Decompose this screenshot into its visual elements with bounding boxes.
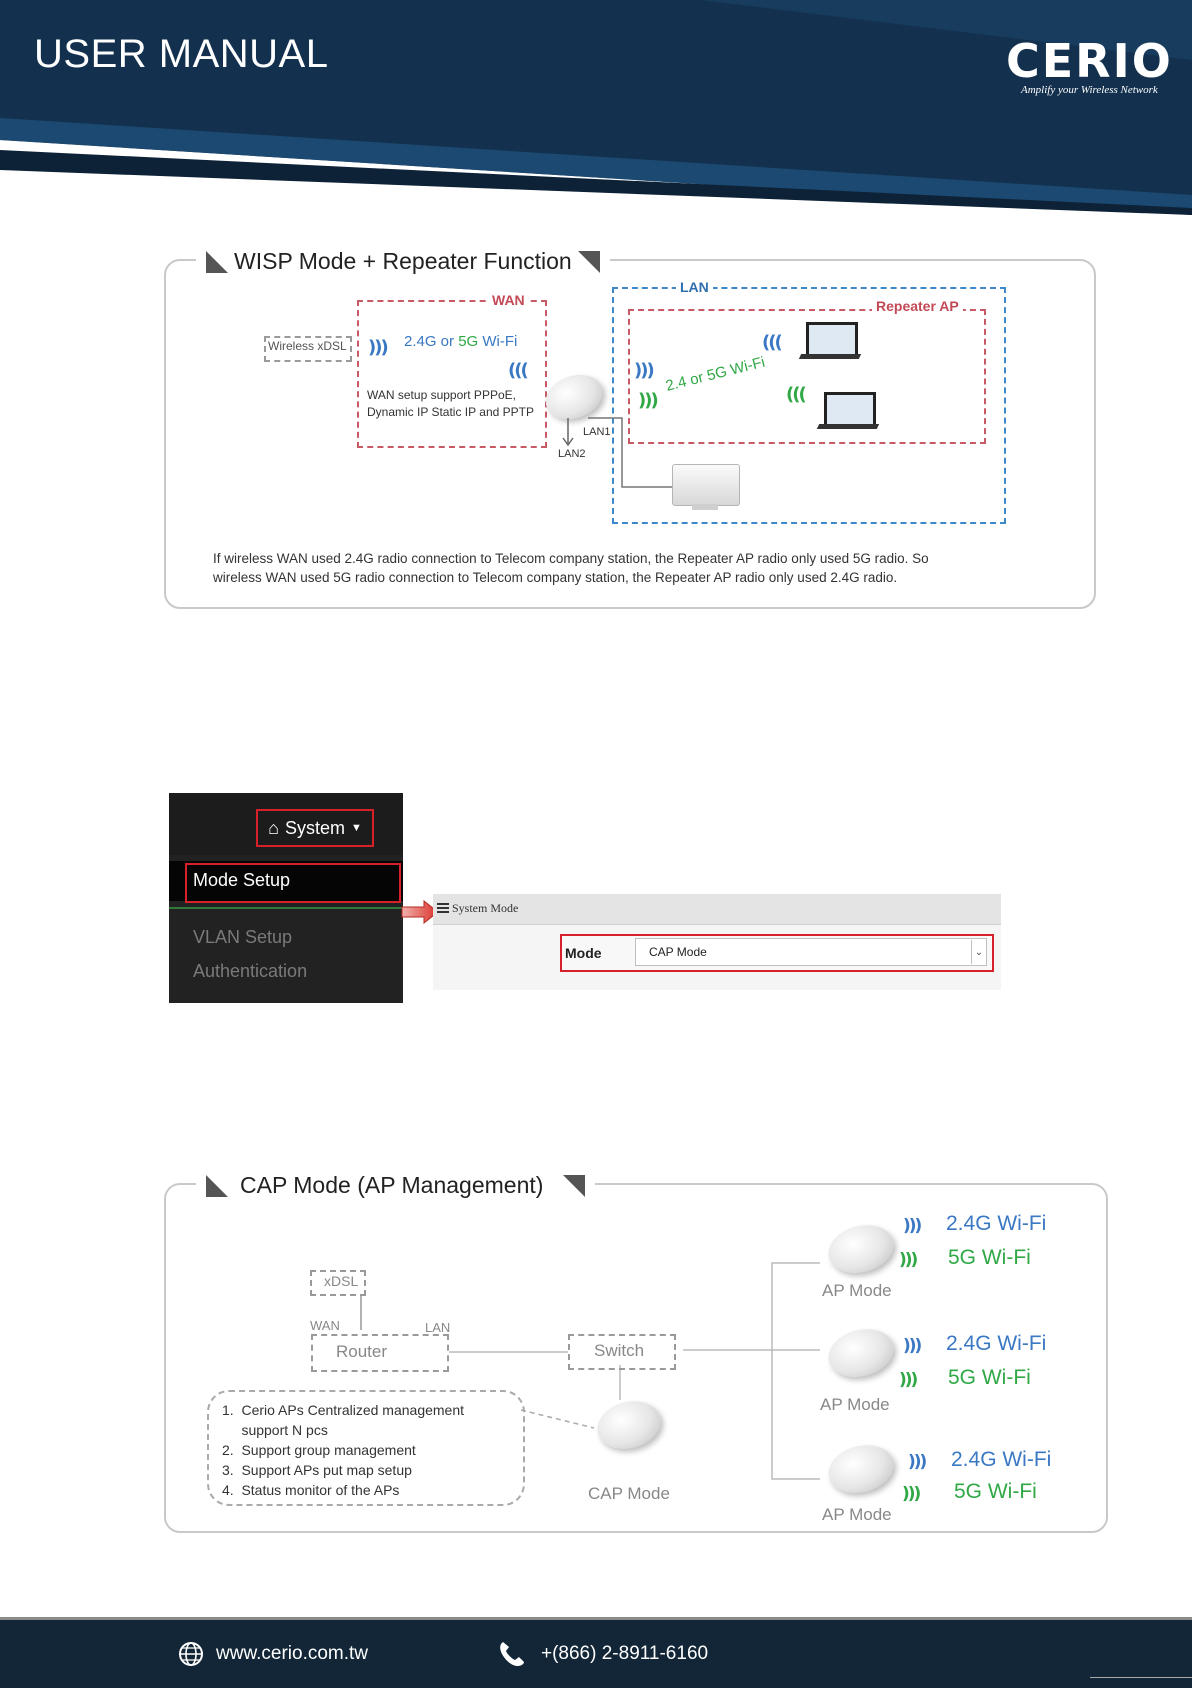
system-menu-screenshot: ⌂ System ▼ Mode Setup VLAN Setup Authent… xyxy=(169,793,403,1003)
feature-item: 2. Support group management xyxy=(222,1442,416,1458)
lan-label: LAN xyxy=(676,279,713,295)
mode-select[interactable]: CAP Mode ⌄ xyxy=(635,938,987,966)
ap-3-24g-label: 2.4G Wi-Fi xyxy=(951,1448,1052,1471)
menu-item-vlan-setup[interactable]: VLAN Setup xyxy=(193,927,293,947)
ap-1-5g-label: 5G Wi-Fi xyxy=(948,1246,1031,1269)
mode-label: Mode xyxy=(565,945,602,961)
repeater-zone xyxy=(628,309,986,444)
menu-item-mode-setup-row xyxy=(169,861,403,901)
xdsl-label: xDSL xyxy=(324,1273,359,1289)
wireless-xdsl-box xyxy=(264,336,352,362)
system-mode-header: System Mode xyxy=(452,901,519,915)
cap-mode-label: CAP Mode xyxy=(588,1484,670,1503)
feature-item: 1. Cerio APs Centralized management xyxy=(222,1402,465,1418)
mode-setup-label: Mode Setup xyxy=(193,870,291,890)
router-box xyxy=(311,1334,449,1372)
wisp-footnote-line-2: wireless WAN used 5G radio connection to… xyxy=(213,570,898,585)
switch-label: Switch xyxy=(594,1341,645,1360)
cap-title-left-triangle-icon xyxy=(206,1174,228,1197)
laptop-2-signal-icon: ((( xyxy=(786,384,807,405)
wisp-wiring xyxy=(562,417,672,488)
cap-panel-title: CAP Mode (AP Management) xyxy=(196,1172,596,1199)
repeater-label: Repeater AP xyxy=(872,298,963,314)
select-chevron-icon: ⌄ xyxy=(971,940,986,964)
system-mode-header-bar xyxy=(433,894,1001,925)
page-footer: www.cerio.com.tw +(866) 2-8911-6160 xyxy=(0,1617,1192,1688)
feature-item: 4. Status monitor of the APs xyxy=(222,1482,400,1498)
wan-zone xyxy=(357,300,547,448)
laptop-1-signal-icon: ((( xyxy=(762,332,783,353)
cap-wan-label: WAN xyxy=(310,1318,340,1333)
title-left-triangle-icon xyxy=(206,250,228,273)
ap-1-mode-label: AP Mode xyxy=(822,1281,892,1300)
cap-wiring xyxy=(360,1262,820,1480)
menu-item-authentication[interactable]: Authentication xyxy=(193,961,308,981)
feature-list: 1. Cerio APs Centralized management supp… xyxy=(222,1400,464,1500)
cpe-uplink-signal-icon: ((( xyxy=(508,360,529,381)
lan-zone xyxy=(612,287,1006,524)
wan-label: WAN xyxy=(488,292,529,308)
desktop-monitor-stand xyxy=(692,504,718,510)
ap-2-5g-signal-icon: ))) xyxy=(899,1370,918,1390)
features-callout xyxy=(207,1390,525,1506)
mode-select-value: CAP Mode xyxy=(649,945,707,959)
wisp-diagram-panel xyxy=(164,259,1096,609)
router-label: Router xyxy=(336,1342,388,1361)
ap-2-mode-label: AP Mode xyxy=(820,1395,890,1414)
cap-diagram-panel xyxy=(164,1183,1108,1533)
wan-note-line-1: WAN setup support PPPoE, xyxy=(367,388,516,402)
ap-1-24g-signal-icon: ))) xyxy=(903,1216,922,1236)
system-mode-screenshot: System Mode Mode CAP Mode ⌄ xyxy=(433,894,1001,990)
laptop-1-icon xyxy=(806,322,858,358)
system-menu-button[interactable]: ⌂ System ▼ xyxy=(256,809,374,847)
ap-2-24g-label: 2.4G Wi-Fi xyxy=(946,1332,1047,1355)
ap-3-mode-label: AP Mode xyxy=(822,1505,892,1524)
repeater-blue-signal-icon: ))) xyxy=(634,360,655,381)
feature-item: 3. Support APs put map setup xyxy=(222,1462,412,1478)
brand-logo: CERIO Amplify your Wireless Network xyxy=(1006,34,1173,96)
ap-1-5g-signal-icon: ))) xyxy=(899,1250,918,1270)
wan-band-label: 2.4G or 5G Wi-Fi xyxy=(404,333,518,350)
repeater-green-signal-icon: ))) xyxy=(638,390,659,411)
xdsl-box xyxy=(310,1270,366,1296)
ap-3-5g-label: 5G Wi-Fi xyxy=(954,1480,1037,1503)
cap-lan-label: LAN xyxy=(425,1320,451,1335)
phone-icon xyxy=(500,1642,524,1666)
title-right-triangle-icon xyxy=(577,250,600,273)
list-icon xyxy=(437,903,449,913)
menu-topbar xyxy=(169,793,403,855)
ap-3-5g-signal-icon: ))) xyxy=(902,1484,921,1504)
ap-1-24g-label: 2.4G Wi-Fi xyxy=(946,1212,1047,1235)
page-corner-line xyxy=(1090,1677,1192,1678)
wan-signal-icon: ))) xyxy=(368,337,389,358)
ap-2-24g-signal-icon: ))) xyxy=(903,1336,922,1356)
caret-down-icon: ▼ xyxy=(351,822,362,834)
wireless-xdsl-label: Wireless xDSL xyxy=(268,339,347,353)
wan-note-line-2: Dynamic IP Static IP and PPTP xyxy=(367,405,534,419)
feature-item: support N pcs xyxy=(222,1422,328,1438)
header-banner xyxy=(0,0,1192,215)
document-title: USER MANUAL xyxy=(34,32,329,76)
switch-box xyxy=(568,1334,676,1370)
footer-website[interactable]: www.cerio.com.tw xyxy=(216,1643,369,1664)
menu-divider xyxy=(169,907,403,909)
cap-title-right-triangle-icon xyxy=(563,1174,586,1197)
menu-item-mode-setup[interactable] xyxy=(185,863,401,903)
lan1-label: LAN1 xyxy=(583,426,611,438)
lan2-label: LAN2 xyxy=(558,448,586,460)
footer-phone[interactable]: +(866) 2-8911-6160 xyxy=(541,1643,709,1664)
red-arrow-icon xyxy=(401,899,439,925)
ap-3-24g-signal-icon: ))) xyxy=(908,1452,927,1472)
wisp-footnote-line-1: If wireless WAN used 2.4G radio connecti… xyxy=(213,551,929,566)
ap-2-5g-label: 5G Wi-Fi xyxy=(948,1366,1031,1389)
globe-icon xyxy=(179,1642,203,1666)
wisp-panel-title: WISP Mode + Repeater Function xyxy=(196,248,610,275)
home-icon: ⌂ xyxy=(268,817,279,838)
